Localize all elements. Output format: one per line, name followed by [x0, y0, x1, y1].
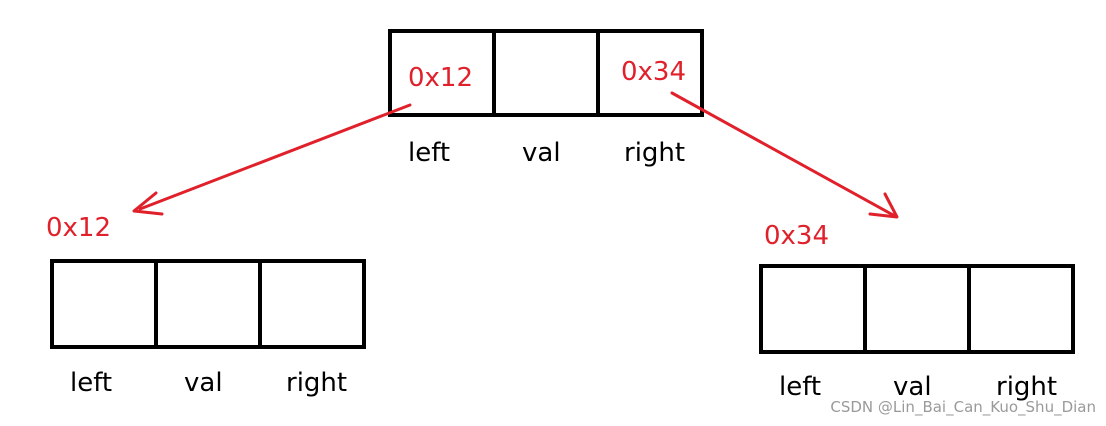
root-right-pointer-value: 0x34	[621, 57, 687, 87]
root-node	[388, 29, 704, 117]
root-val-cell	[492, 33, 596, 113]
right-child-left-label: left	[779, 372, 822, 402]
right-pointer-arrow	[670, 91, 895, 217]
right-pointer-arrowhead	[868, 192, 899, 219]
left-child-left-label: left	[70, 368, 113, 398]
left-child-node	[50, 259, 366, 349]
left-child-right-label: right	[286, 368, 348, 398]
right-child-val-label: val	[893, 372, 932, 402]
left-child-address: 0x12	[46, 213, 112, 243]
right-child-address: 0x34	[764, 221, 830, 251]
right-child-right-cell	[967, 268, 1071, 350]
root-right-label: right	[624, 138, 686, 168]
left-child-val-cell	[154, 263, 258, 345]
root-left-pointer-value: 0x12	[408, 63, 474, 93]
root-val-label: val	[522, 138, 561, 168]
left-pointer-arrow	[138, 103, 412, 211]
right-child-right-label: right	[996, 372, 1058, 402]
right-child-val-cell	[863, 268, 967, 350]
left-pointer-arrowhead	[132, 191, 164, 216]
watermark: CSDN @Lin_Bai_Can_Kuo_Shu_Dian	[830, 398, 1096, 416]
root-left-label: left	[408, 138, 451, 168]
right-child-node	[759, 264, 1075, 354]
root-right-cell	[596, 33, 700, 113]
left-child-right-cell	[258, 263, 362, 345]
left-child-val-label: val	[184, 368, 223, 398]
